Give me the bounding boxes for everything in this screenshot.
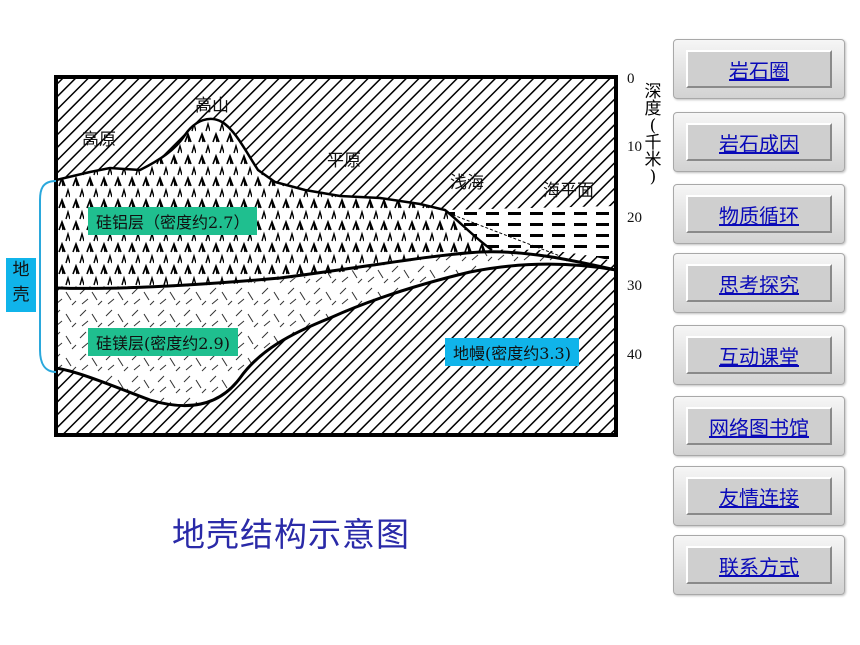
label-plain: 平原 bbox=[327, 151, 361, 171]
nav-button-interactive-class[interactable]: 互动课堂 bbox=[673, 325, 845, 385]
diagram-frame bbox=[54, 75, 618, 437]
depth-tick-30: 30 bbox=[627, 278, 642, 294]
nav-link-label[interactable]: 岩石圈 bbox=[729, 58, 789, 83]
nav-button-online-library[interactable]: 网络图书馆 bbox=[673, 396, 845, 456]
depth-tick-0: 0 bbox=[627, 71, 635, 87]
nav-link-label[interactable]: 岩石成因 bbox=[719, 131, 799, 156]
nav-link-label[interactable]: 思考探究 bbox=[719, 272, 799, 297]
nav-link-label[interactable]: 联系方式 bbox=[719, 554, 799, 579]
nav-link-label[interactable]: 互动课堂 bbox=[719, 344, 799, 369]
nav-button-contact[interactable]: 联系方式 bbox=[673, 535, 845, 595]
depth-title-char: 千 bbox=[644, 133, 662, 153]
label-plateau: 高原 bbox=[82, 130, 116, 150]
label-mountain: 高山 bbox=[195, 96, 229, 116]
nav-button-material-cycle[interactable]: 物质循环 bbox=[673, 184, 845, 244]
nav-button-lithosphere[interactable]: 岩石圈 bbox=[673, 39, 845, 99]
sial-layer bbox=[56, 118, 492, 288]
diagram-caption: 地壳结构示意图 bbox=[172, 515, 410, 554]
depth-tick-10: 10 bbox=[627, 139, 642, 155]
crust-label: 地 壳 bbox=[6, 258, 36, 312]
crust-bracket bbox=[39, 180, 57, 373]
depth-axis-title: 深 度 ( 千 米 ) bbox=[643, 84, 663, 186]
nav-button-rock-origin[interactable]: 岩石成因 bbox=[673, 112, 845, 172]
nav-link-label[interactable]: 友情连接 bbox=[719, 485, 799, 510]
nav-button-think-explore[interactable]: 思考探究 bbox=[673, 253, 845, 313]
depth-title-char: ) bbox=[649, 167, 657, 187]
sima-layer bbox=[56, 251, 616, 406]
nav-button-friendly-links[interactable]: 友情连接 bbox=[673, 466, 845, 526]
depth-tick-40: 40 bbox=[627, 347, 642, 363]
depth-title-char: 度 bbox=[644, 99, 662, 119]
depth-title-char: 米 bbox=[644, 150, 662, 170]
mantle-label: 地幔(密度约3.3) bbox=[445, 338, 579, 366]
depth-tick-20: 20 bbox=[627, 210, 642, 226]
label-shallow-sea: 浅海 bbox=[450, 173, 484, 193]
depth-title-char: ( bbox=[649, 116, 657, 136]
sial-layer-label: 硅铝层（密度约2.7） bbox=[88, 207, 258, 235]
nav-link-label[interactable]: 网络图书馆 bbox=[709, 415, 809, 440]
depth-title-char: 深 bbox=[644, 82, 662, 102]
label-sea-level: 海平面 bbox=[543, 181, 594, 201]
shallow-sea-water bbox=[445, 206, 616, 262]
sima-layer-label: 硅镁层(密度约2.9) bbox=[88, 328, 238, 356]
nav-link-label[interactable]: 物质循环 bbox=[719, 203, 799, 228]
